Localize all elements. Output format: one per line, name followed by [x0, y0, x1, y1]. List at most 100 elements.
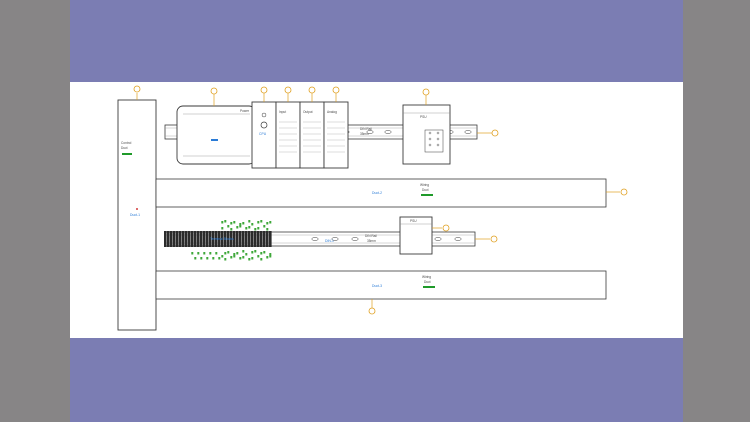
- psu-middle: PSU: [399, 216, 450, 255]
- lower-wiring-duct: Duct-3 Wiring Duct: [155, 270, 607, 315]
- terminal-block: [188, 231, 191, 247]
- plc-power-module: [176, 105, 256, 165]
- terminal-wire-marker: [266, 228, 269, 231]
- terminal-wire-marker: [257, 227, 260, 230]
- terminal-wire-marker: [245, 227, 248, 230]
- terminal-block: [224, 231, 227, 247]
- terminal-block: [182, 231, 185, 247]
- terminal-block: [230, 231, 233, 247]
- terminal-wire-marker: [233, 221, 236, 224]
- terminal-wire-marker: [227, 225, 230, 228]
- callout-marker[interactable]: [260, 86, 268, 94]
- terminal-wire-marker: [251, 223, 254, 226]
- terminal-wire-marker: [218, 257, 221, 260]
- terminal-wire-marker: [230, 222, 233, 225]
- plc-module-label-0: Power: [240, 109, 250, 113]
- terminal-wire-marker: [248, 258, 251, 261]
- terminal-wire-marker: [263, 225, 266, 228]
- lower-duct-tag: Duct-3: [372, 284, 382, 288]
- terminal-block: [185, 231, 188, 247]
- terminal-wire-marker: [203, 252, 206, 255]
- middle-rail-label-2: 35mm: [367, 239, 376, 243]
- terminal-wire-marker: [233, 255, 236, 258]
- terminal-wire-marker: [239, 225, 242, 228]
- terminal-wire-marker: [191, 252, 194, 255]
- terminal-block: [236, 231, 239, 247]
- terminal-wire-marker: [254, 250, 257, 253]
- terminal-wire-marker: [224, 258, 227, 261]
- upper-duct-label-1: Wiring: [420, 183, 429, 187]
- terminal-block: [173, 231, 176, 247]
- plc-module-label-1: CPU: [259, 132, 267, 136]
- terminal-block: [179, 231, 182, 247]
- terminal-block: [191, 231, 194, 247]
- terminal-wire-marker: [245, 253, 248, 256]
- callout-marker[interactable]: [284, 86, 292, 94]
- callout-marker[interactable]: [133, 85, 141, 93]
- terminal-block: [263, 231, 266, 247]
- terminal-wire-marker: [221, 255, 224, 258]
- terminal-block: [218, 231, 221, 247]
- terminal-wire-marker: [230, 228, 233, 231]
- bottom-band: [70, 338, 683, 422]
- terminal-block: [245, 231, 248, 247]
- terminal-wire-marker: [260, 220, 263, 223]
- terminal-wire-marker: [269, 255, 272, 258]
- diagram-panel: Control Duct Duct-1 DIN Rail 35mm: [70, 82, 683, 338]
- callout-marker[interactable]: [442, 224, 450, 232]
- lower-duct-label-1: Wiring: [422, 275, 431, 279]
- terminal-wire-marker: [206, 257, 209, 260]
- plc-module-label-4: Analog: [327, 110, 337, 114]
- terminal-block: [251, 231, 254, 247]
- terminal-wire-marker: [260, 252, 263, 255]
- terminal-wire-marker: [197, 252, 200, 255]
- terminal-wire-marker: [260, 258, 263, 261]
- terminal-block-label: Terminal Blocks: [210, 237, 234, 241]
- callout-marker[interactable]: [620, 188, 628, 196]
- red-marker: [136, 208, 138, 210]
- terminal-wire-marker: [269, 221, 272, 224]
- top-rail-label-2: 35mm: [360, 132, 369, 136]
- terminal-block: [203, 231, 206, 247]
- terminal-block: [266, 231, 269, 247]
- psu-top-label: PSU: [420, 115, 427, 119]
- terminal-block-group: Terminal Blocks: [164, 220, 272, 261]
- callout-marker[interactable]: [368, 307, 376, 315]
- terminal-block: [164, 231, 167, 247]
- callout-marker[interactable]: [491, 129, 499, 137]
- terminal-wire-marker: [221, 221, 224, 224]
- upper-wiring-duct: Duct-2 Wiring Duct: [155, 178, 628, 208]
- vertical-duct-tag-mark: [122, 153, 132, 155]
- terminal-block: [233, 231, 236, 247]
- callout-marker[interactable]: [308, 86, 316, 94]
- callout-marker[interactable]: [332, 86, 340, 94]
- terminal-wire-marker: [257, 255, 260, 258]
- terminal-wire-marker: [224, 252, 227, 255]
- callout-marker[interactable]: [490, 235, 498, 243]
- terminal-wire-marker: [194, 257, 197, 260]
- plc-rack: Power CPU Input: [176, 86, 349, 169]
- terminal-block: [206, 231, 209, 247]
- terminal-wire-marker: [248, 220, 251, 223]
- upper-duct-label-2: Duct: [422, 188, 429, 192]
- terminal-block: [167, 231, 170, 247]
- terminal-block: [227, 231, 230, 247]
- terminal-block: [215, 231, 218, 247]
- psu-middle-label: PSU: [410, 219, 417, 223]
- terminal-block: [212, 231, 215, 247]
- callout-marker[interactable]: [210, 87, 218, 95]
- terminal-wire-marker: [248, 226, 251, 229]
- lower-duct-label-2: Duct: [424, 280, 431, 284]
- terminal-wire-marker: [242, 222, 245, 225]
- plc-module-label-2: Input: [279, 110, 286, 114]
- terminal-wire-marker: [212, 257, 215, 260]
- callout-marker[interactable]: [422, 88, 430, 96]
- terminal-wire-marker: [254, 228, 257, 231]
- middle-rail-tag: DIN-1: [325, 239, 334, 243]
- vertical-duct-label-2: Duct: [121, 146, 128, 150]
- terminal-wire-marker: [266, 256, 269, 259]
- terminal-wire-marker: [236, 226, 239, 229]
- plc-module-label-3: Output: [303, 110, 313, 114]
- terminal-wire-marker: [239, 257, 242, 260]
- middle-rail-label-1: DIN Rail: [365, 234, 377, 238]
